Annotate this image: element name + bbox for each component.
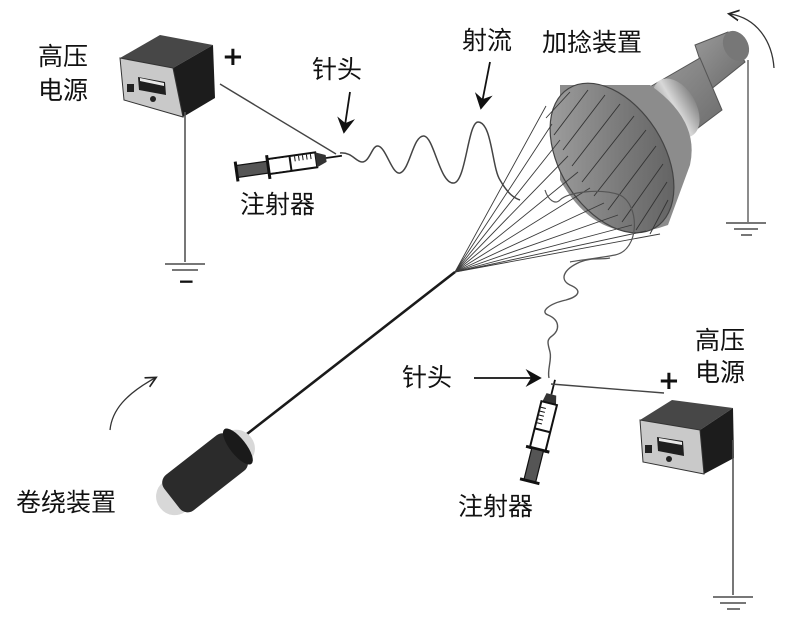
fiber-fan xyxy=(454,105,661,273)
knob-icon xyxy=(666,456,672,462)
hv-wire-left xyxy=(219,83,337,155)
hv-supply-left-label-line1: 高压 xyxy=(38,42,89,71)
minus-sign-left: − xyxy=(178,269,195,293)
power-switch-icon xyxy=(127,84,134,92)
power-switch-icon xyxy=(645,445,652,453)
needle-tip-top xyxy=(325,154,343,159)
plus-sign-right: + xyxy=(658,366,680,396)
ground-symbol-twisting xyxy=(726,222,766,236)
twisting-cone-face xyxy=(549,82,675,234)
cone-ribs xyxy=(545,89,669,235)
knob-icon xyxy=(150,96,156,102)
box-side xyxy=(700,408,734,474)
syringe-top xyxy=(233,151,343,182)
ground-symbol-right xyxy=(713,596,753,610)
box-top xyxy=(640,400,733,430)
jet-label: 射流 xyxy=(462,26,513,55)
hv-supply-right-label-line2: 电源 xyxy=(695,358,746,387)
needle-top-pointer-arrow xyxy=(337,91,356,134)
twisting-device xyxy=(545,30,750,235)
syringe-bottom-label: 注射器 xyxy=(458,492,534,521)
winding-device-label: 卷绕装置 xyxy=(16,488,117,517)
jet-loop xyxy=(544,189,635,263)
box-side xyxy=(173,45,215,117)
jet-bottom xyxy=(544,257,611,379)
twisted-yarn xyxy=(219,270,456,457)
twisting-device-label: 加捻装置 xyxy=(542,28,643,57)
jet-pointer-arrow xyxy=(474,61,493,110)
needle-top-label: 针头 xyxy=(312,55,363,84)
syringe-top-label: 注射器 xyxy=(240,190,316,219)
plus-sign-left: + xyxy=(222,42,244,72)
hv-supply-right-label-line1: 高压 xyxy=(695,326,746,355)
rotation-arrow-winding xyxy=(109,378,155,431)
rotation-arrow-twisting xyxy=(730,14,775,69)
syringe-bottom xyxy=(519,379,559,486)
hv-supply-left-label-line2: 电源 xyxy=(38,76,89,105)
hv-wire-right xyxy=(550,383,665,394)
winding-device xyxy=(156,428,255,516)
box-top xyxy=(120,35,213,68)
jet-top xyxy=(339,121,521,201)
needle-tip-bottom xyxy=(550,379,556,395)
hv-power-supply-right xyxy=(639,400,734,475)
ground-symbol-left xyxy=(165,263,205,271)
winding-roll-yarn xyxy=(162,433,249,513)
needle-bottom-label: 针头 xyxy=(402,363,453,392)
hv-power-supply-left xyxy=(119,35,215,118)
